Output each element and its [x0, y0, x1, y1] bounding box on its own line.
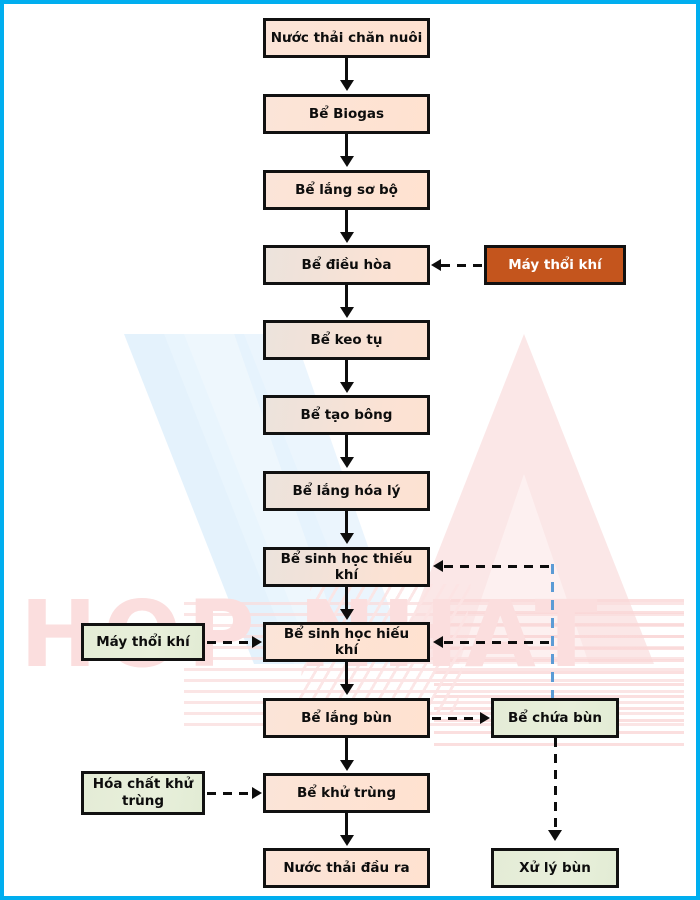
node-inlet-label: Nước thải chăn nuôi [270, 29, 423, 46]
node-anoxic-label: Bể sinh học thiếu khí [280, 550, 413, 583]
node-sludge-treatment[interactable]: Xử lý bùn [491, 848, 619, 888]
edge-blower-equalize-dash [441, 263, 484, 267]
node-sludge-tank[interactable]: Bể chứa bùn [491, 698, 619, 738]
node-coagulate[interactable]: Bể keo tụ [263, 320, 430, 360]
node-aerobic[interactable]: Bể sinh học hiếu khí [263, 622, 430, 662]
node-sludge-settler[interactable]: Bể lắng bùn [263, 698, 430, 738]
node-floccul-label: Bể tạo bông [300, 406, 393, 423]
edge-sludgetank-anoxic-dash [444, 564, 554, 568]
edge-anoxic-aerobic-arrow [339, 609, 354, 620]
node-coagulate-label: Bể keo tụ [310, 331, 383, 348]
edge-blowermid-aerobic-dash [207, 640, 252, 644]
node-inlet[interactable]: Nước thải chăn nuôi [263, 18, 430, 58]
node-biogas-label: Bể Biogas [308, 105, 385, 122]
node-sludge-settler-label: Bể lắng bùn [301, 709, 392, 726]
edge-inlet-biogas-arrow [339, 80, 354, 91]
edge-sludgeset-disinfect-line [345, 738, 348, 763]
edge-sludgetank-anoxic-arrow [433, 559, 443, 572]
edge-sludgetank-aerobic-arrow [433, 635, 443, 648]
node-biogas[interactable]: Bể Biogas [263, 94, 430, 134]
node-disinfect[interactable]: Bể khử trùng [263, 773, 430, 813]
node-equalize-label: Bể điều hòa [301, 256, 392, 273]
edge-sludgetank-aerobic-dash [444, 640, 554, 644]
edge-sludge-recycle-riser [551, 564, 554, 699]
edge-inlet-biogas-line [345, 58, 348, 83]
edge-sludgeset-disinfect-arrow [339, 760, 354, 771]
node-outlet-label: Nước thải đầu ra [283, 859, 410, 876]
edge-presettle-equalize-arrow [339, 232, 354, 243]
node-blower-mid[interactable]: Máy thổi khí [81, 623, 205, 661]
node-floccul[interactable]: Bể tạo bông [263, 395, 430, 435]
edge-sludgeset-sludgetank-dash [432, 716, 480, 720]
edge-blowermid-aerobic-arrow [252, 635, 262, 648]
edge-biogas-presettle-line [345, 134, 348, 158]
node-anoxic[interactable]: Bể sinh học thiếu khí [263, 547, 430, 587]
flowchart: Nước thải chăn nuôi Bể Biogas Bể lắng sơ… [4, 4, 696, 896]
node-chemical-label: Hóa chất khử trùng [92, 776, 194, 809]
node-presettle-label: Bể lắng sơ bộ [295, 181, 398, 198]
node-outlet[interactable]: Nước thải đầu ra [263, 848, 430, 888]
node-blower-top[interactable]: Máy thổi khí [484, 245, 626, 285]
edge-sludgetank-treatment-dash [553, 738, 557, 833]
edge-chemical-disinfect-arrow [252, 786, 262, 799]
edge-disinfect-outlet-arrow [339, 835, 354, 846]
edge-aerobic-sludgeset-arrow [339, 684, 354, 695]
node-equalize[interactable]: Bể điều hòa [263, 245, 430, 285]
edge-coagulate-floccul-arrow [339, 382, 354, 393]
node-aerobic-label: Bể sinh học hiếu khí [283, 625, 410, 658]
node-disinfect-label: Bể khử trùng [296, 784, 397, 801]
node-presettle[interactable]: Bể lắng sơ bộ [263, 170, 430, 210]
edge-blower-equalize-arrow [431, 258, 441, 271]
node-physchem-label: Bể lắng hóa lý [292, 482, 401, 499]
edge-equalize-coagulate-line [345, 285, 348, 310]
edge-presettle-equalize-line [345, 210, 348, 235]
node-physchem[interactable]: Bể lắng hóa lý [263, 471, 430, 511]
node-blower-mid-label: Máy thổi khí [96, 633, 190, 650]
node-sludge-tank-label: Bể chứa bùn [507, 709, 603, 726]
edge-physchem-anoxic-arrow [339, 533, 354, 544]
edge-chemical-disinfect-dash [207, 791, 252, 795]
edge-sludgetank-treatment-arrow [548, 830, 562, 841]
edge-biogas-presettle-arrow [339, 156, 354, 167]
edge-floccul-physchem-arrow [339, 457, 354, 468]
edge-disinfect-outlet-line [345, 813, 348, 838]
node-chemical[interactable]: Hóa chất khử trùng [81, 771, 205, 815]
node-sludge-treatment-label: Xử lý bùn [519, 859, 591, 876]
node-blower-top-label: Máy thổi khí [508, 256, 602, 273]
edge-equalize-coagulate-arrow [339, 307, 354, 318]
edge-sludgeset-sludgetank-arrow [480, 711, 490, 724]
